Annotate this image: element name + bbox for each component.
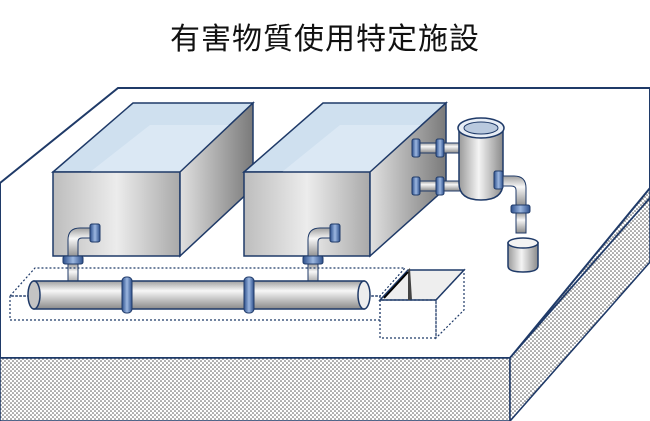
tank-left (50, 101, 255, 258)
collection-pit (378, 268, 466, 340)
vessel-connection-pipes (411, 138, 461, 196)
diagram-title: 有害物質使用特定施設 (170, 22, 480, 57)
drain-pipe (27, 276, 371, 314)
tank-left-outlet (62, 223, 101, 287)
vertical-vessel (457, 117, 531, 234)
tank-right (242, 101, 448, 258)
bucket (507, 237, 539, 273)
tank-right-outlet (302, 223, 341, 287)
